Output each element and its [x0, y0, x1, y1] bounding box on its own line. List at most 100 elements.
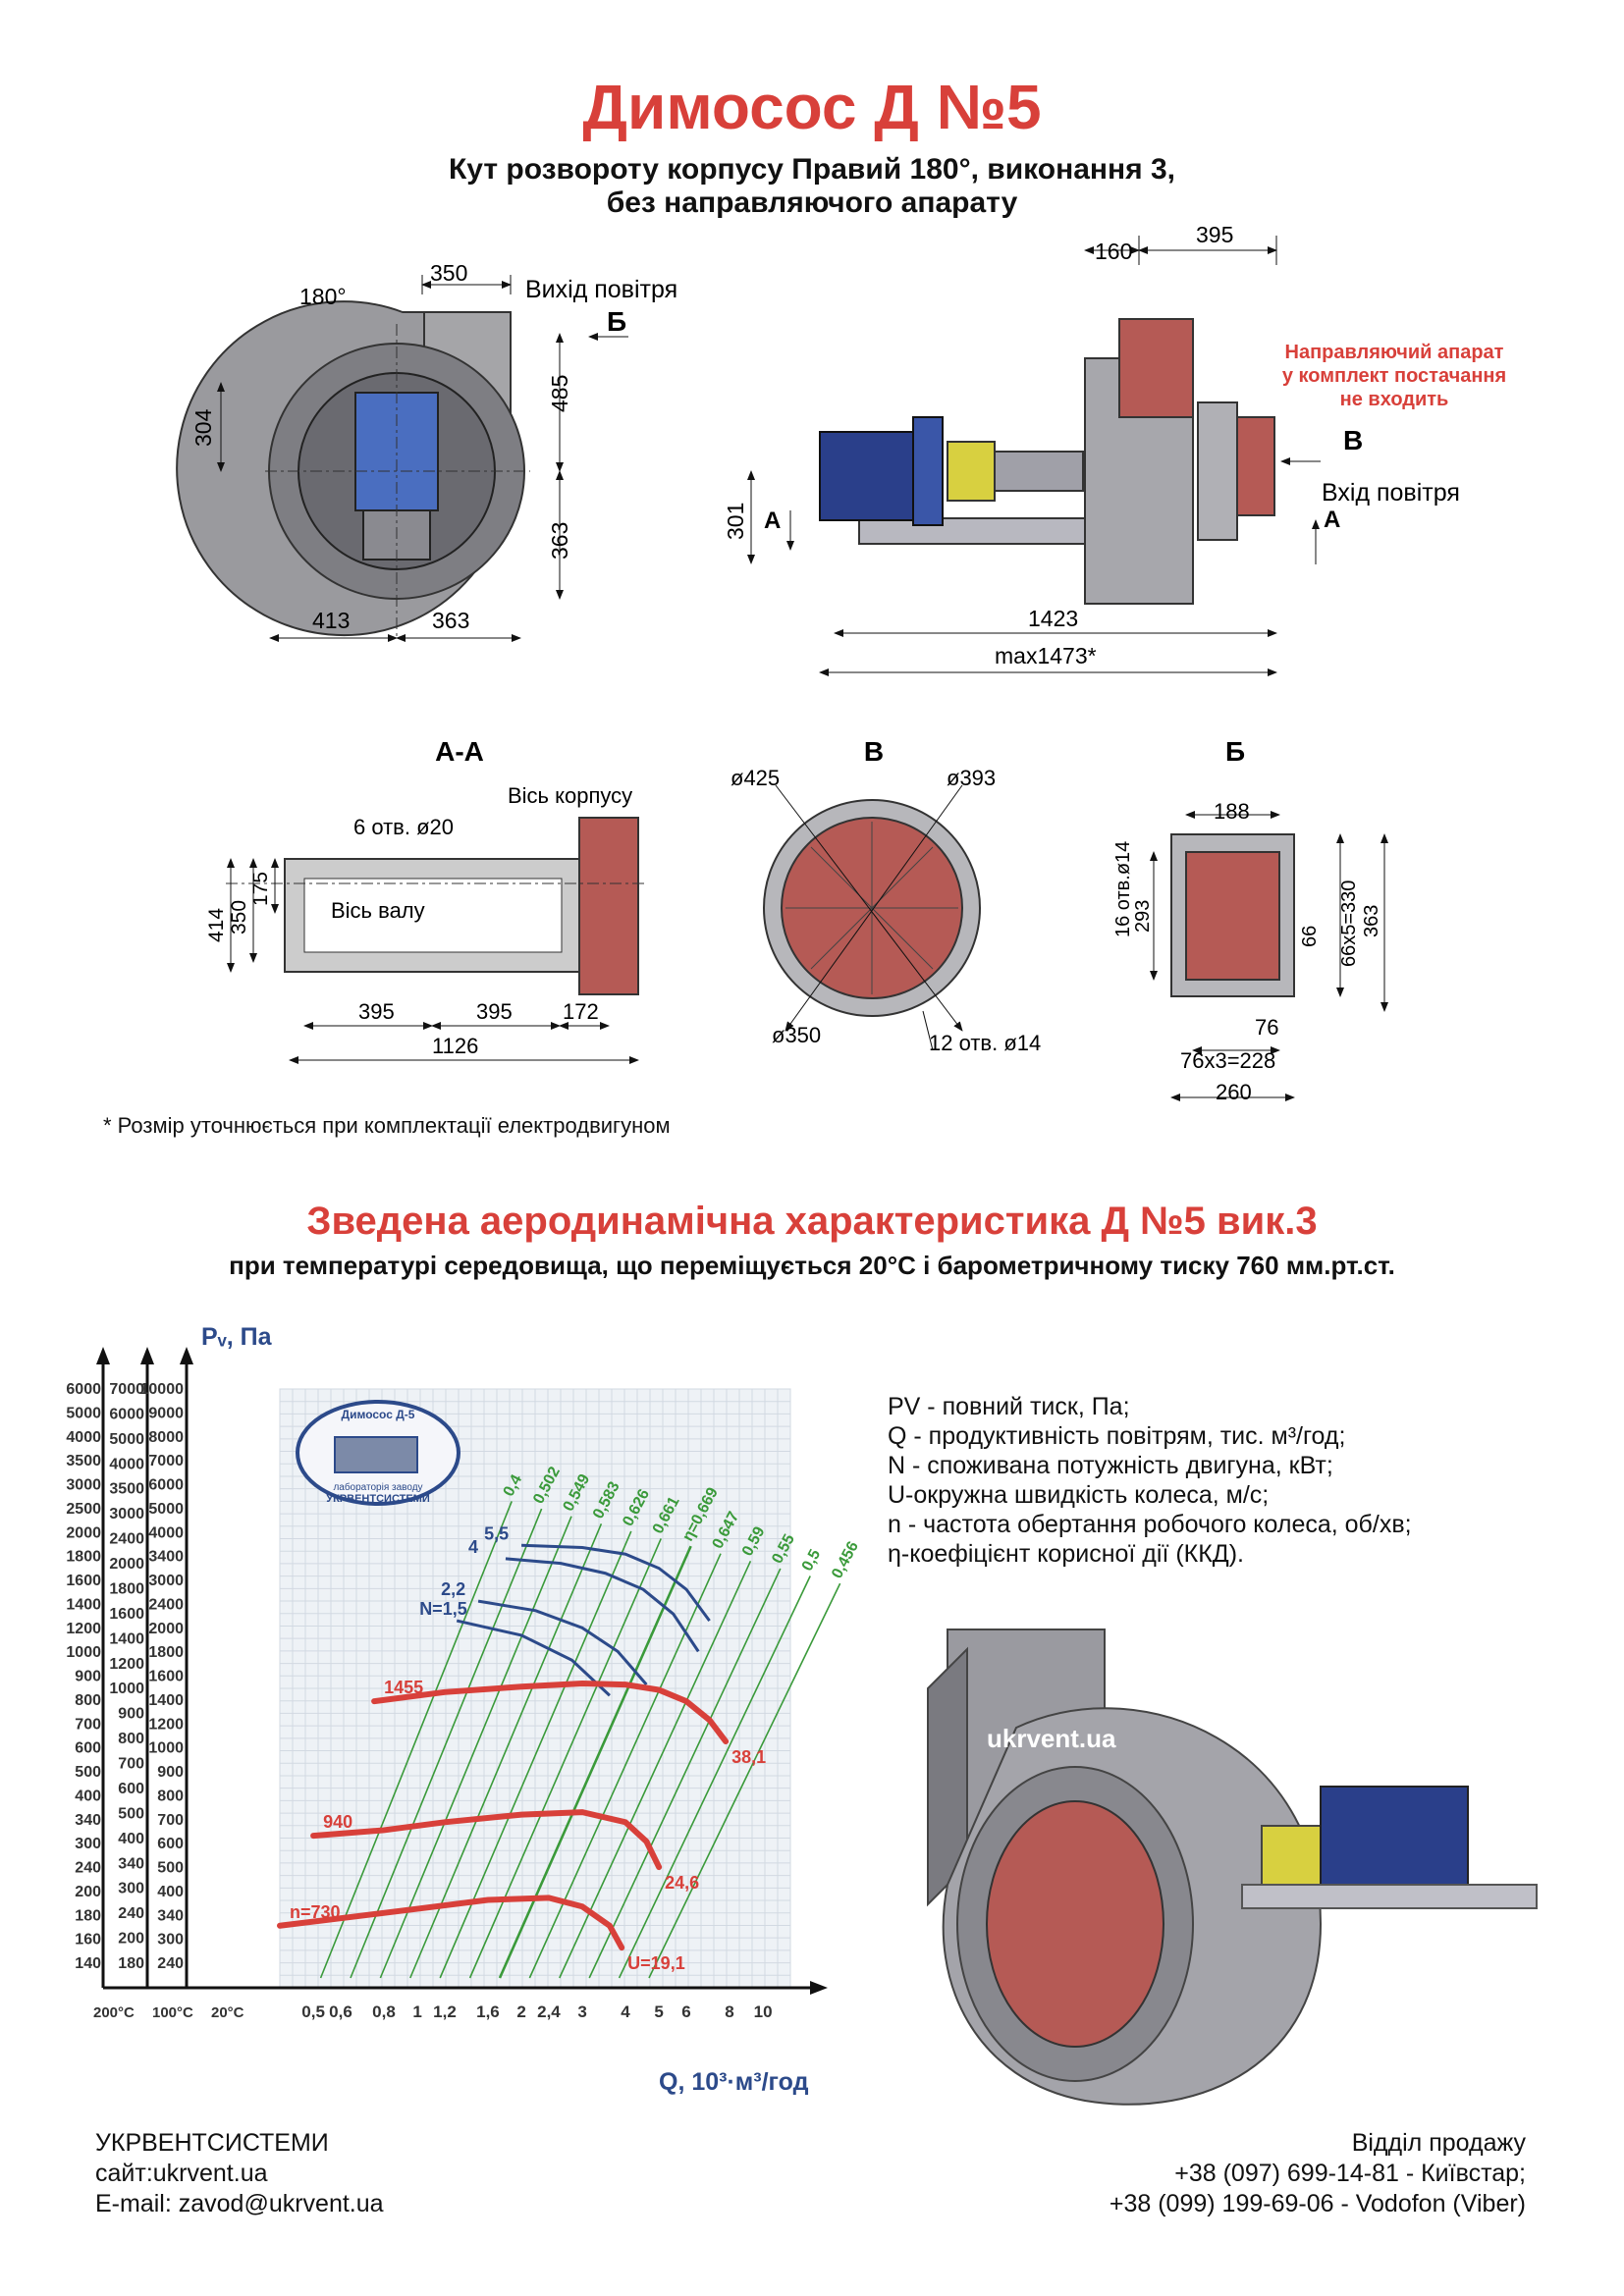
guide-note-3: не входить	[1340, 389, 1449, 410]
x-temp-label: 200°C	[93, 2004, 135, 2021]
y-tick-label: 1800	[66, 1549, 101, 1566]
section-b-bottom-b: 76x3=228	[1180, 1048, 1275, 1073]
front-section-mark: Б	[607, 306, 626, 337]
y-tick-label: 2000	[148, 1621, 184, 1637]
y-tick-label: 4000	[109, 1456, 144, 1472]
efficiency-line	[498, 1545, 692, 1979]
guide-note-1: Направляючий апарат	[1285, 342, 1504, 363]
y-tick-label: 400	[157, 1884, 184, 1900]
y-tick-label: 1800	[109, 1580, 144, 1597]
efficiency-label: 0,456	[829, 1539, 862, 1581]
footer-right: Відділ продажу +38 (097) 699-14-81 - Киї…	[1110, 2128, 1526, 2219]
x-tick-label: 10	[754, 2002, 773, 2021]
chart-y-labels: 6000500040003500300025002000180016001400…	[66, 1381, 184, 1972]
section-b-right-a: 66	[1299, 926, 1321, 947]
y-tick-label: 1800	[148, 1644, 184, 1661]
technical-drawings: 180° 350 304 485 363 413 363 Вихід повіт…	[176, 222, 1506, 1104]
front-angle: 180°	[299, 284, 347, 309]
power-curve	[456, 1619, 611, 1697]
y-tick-label: 800	[157, 1788, 184, 1804]
page-subtitle-2: без направляючого апарату	[606, 187, 1018, 219]
page-title: Димосос Д №5	[582, 72, 1042, 142]
footer-email[interactable]: E-mail: zavod@ukrvent.ua	[95, 2190, 384, 2217]
section-b-title: Б	[1225, 736, 1245, 767]
footer-phone-2[interactable]: +38 (099) 199-69-06 - Vodofon (Viber)	[1109, 2190, 1526, 2217]
y-tick-label: 10000	[140, 1381, 185, 1398]
speed-curve-label: 1455	[384, 1678, 423, 1697]
y-tick-label: 1200	[66, 1621, 101, 1637]
footer-sales: Відділ продажу	[1351, 2129, 1526, 2157]
section-v-d1: ø425	[731, 766, 780, 790]
y-tick-label: 600	[157, 1836, 184, 1852]
y-tick-label: 340	[157, 1907, 184, 1924]
aero-subtitle: при температурі середовища, що переміщує…	[229, 1251, 1395, 1280]
section-b-right-b: 66x5=330	[1338, 881, 1360, 967]
x-tick-label: 1	[412, 2002, 421, 2021]
x-tick-label: 8	[725, 2002, 733, 2021]
speed-curve	[310, 1809, 663, 1871]
section-b-right-c: 363	[1361, 905, 1382, 937]
efficiency-line	[618, 1575, 811, 1979]
y-tick-label: 300	[157, 1932, 184, 1949]
y-axis-arrow	[96, 1347, 110, 1364]
y-tick-label: 7000	[148, 1453, 184, 1469]
front-dim-bottom-right: 363	[432, 608, 469, 633]
x-tick-label: 0,8	[372, 2002, 396, 2021]
legend-item: n - частота обертання робочого колеса, о…	[888, 1511, 1412, 1538]
power-curve-label: N=1,5	[419, 1599, 467, 1619]
x-tick-label: 0,6	[329, 2002, 352, 2021]
y-tick-label: 3500	[109, 1481, 144, 1498]
section-v-drawing	[763, 784, 981, 1051]
section-aa-h2: 350	[228, 900, 250, 934]
y-tick-label: 2400	[109, 1531, 144, 1548]
y-tick-label: 140	[75, 1955, 101, 1972]
side-dim-b: 395	[1196, 222, 1233, 247]
lab-badge: Димосос Д-5 лабораторія заводу УКРВЕНТСИ…	[296, 1400, 460, 1506]
footer-phone-1[interactable]: +38 (097) 699-14-81 - Київстар;	[1174, 2160, 1526, 2187]
efficiency-line	[588, 1568, 782, 1979]
legend-item: U-окружна швидкість колеса, м/с;	[888, 1481, 1270, 1509]
chart-power-curves: 5,542,2N=1,5	[419, 1523, 711, 1697]
side-section-a: А	[1324, 507, 1340, 533]
side-dim-length: 1423	[1028, 606, 1078, 631]
footer-site[interactable]: сайт:ukrvent.ua	[95, 2160, 268, 2187]
y-tick-label: 6000	[148, 1477, 184, 1494]
x-tick-label: 4	[621, 2002, 630, 2021]
section-b-top: 188	[1214, 799, 1250, 824]
power-curve	[521, 1543, 711, 1622]
inlet-label: Вхід повітря	[1322, 479, 1460, 507]
y-axis-arrow	[140, 1347, 154, 1364]
x-tick-label: 3	[577, 2002, 586, 2021]
speed-curve-end-label: 38,1	[731, 1747, 766, 1767]
y-tick-label: 900	[157, 1764, 184, 1781]
power-curve-label: 2,2	[441, 1579, 465, 1599]
x-tick-label: 1,2	[433, 2002, 457, 2021]
power-curve-label: 4	[468, 1537, 478, 1557]
speed-curve	[371, 1681, 730, 1745]
legend-item: PV - повний тиск, Па;	[888, 1393, 1130, 1420]
section-v-d2: ø393	[947, 766, 996, 790]
x-temp-label: 100°C	[152, 2004, 193, 2021]
y-tick-label: 1400	[66, 1596, 101, 1613]
side-dim-max: max1473*	[995, 643, 1097, 668]
y-tick-label: 3400	[148, 1549, 184, 1566]
side-view	[747, 236, 1321, 676]
y-tick-label: 200	[75, 1884, 101, 1900]
front-view	[176, 275, 628, 642]
render-watermark: ukrvent.ua	[987, 1724, 1116, 1753]
front-dim-bottom-left: 413	[312, 608, 350, 633]
front-dim-right-upper: 485	[547, 375, 572, 412]
x-tick-label: 0,5	[301, 2002, 325, 2021]
y-tick-label: 5000	[109, 1431, 144, 1448]
page-subtitle-1: Кут розвороту корпусу Правий 180°, викон…	[448, 153, 1175, 186]
y-tick-label: 4000	[148, 1524, 184, 1541]
footer-left: УКРВЕНТСИСТЕМИ сайт:ukrvent.ua E-mail: z…	[95, 2128, 384, 2219]
y-tick-label: 240	[75, 1860, 101, 1877]
y-tick-label: 500	[75, 1764, 101, 1781]
efficiency-label: 0,5	[799, 1547, 824, 1575]
chart-axes	[96, 1347, 828, 1995]
speed-curve-label: n=730	[290, 1902, 341, 1922]
section-v-title: В	[864, 736, 884, 767]
y-tick-label: 9000	[148, 1405, 184, 1421]
y-tick-label: 160	[75, 1932, 101, 1949]
